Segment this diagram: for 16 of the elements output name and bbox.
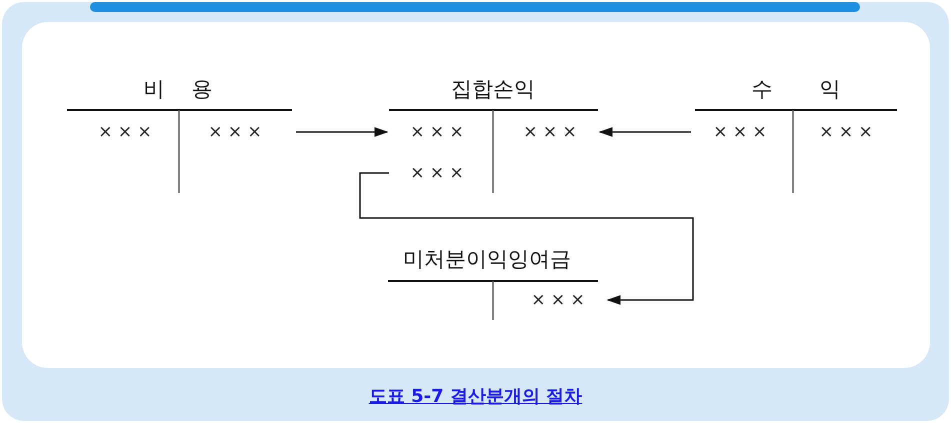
- account-title: 미처분이익잉여금: [403, 246, 571, 272]
- amount-entry: × × ×: [389, 121, 485, 143]
- arrow: [359, 172, 694, 305]
- arrow: [598, 127, 691, 137]
- amount-entry: × × ×: [692, 121, 788, 143]
- arrow: [296, 127, 388, 137]
- amount-entry: × × ×: [798, 121, 894, 143]
- account-title: 수 익: [752, 76, 840, 102]
- account-title: 집합손익: [451, 76, 535, 102]
- amount-entry: × × ×: [502, 121, 598, 143]
- amount-entry: × × ×: [389, 162, 485, 184]
- amount-entry: × × ×: [187, 121, 283, 143]
- account-title: 비 용: [144, 76, 212, 102]
- caption: 도표 5-7 결산분개의 절차: [368, 386, 582, 407]
- amount-entry: × × ×: [510, 289, 606, 311]
- amount-entry: × × ×: [77, 121, 173, 143]
